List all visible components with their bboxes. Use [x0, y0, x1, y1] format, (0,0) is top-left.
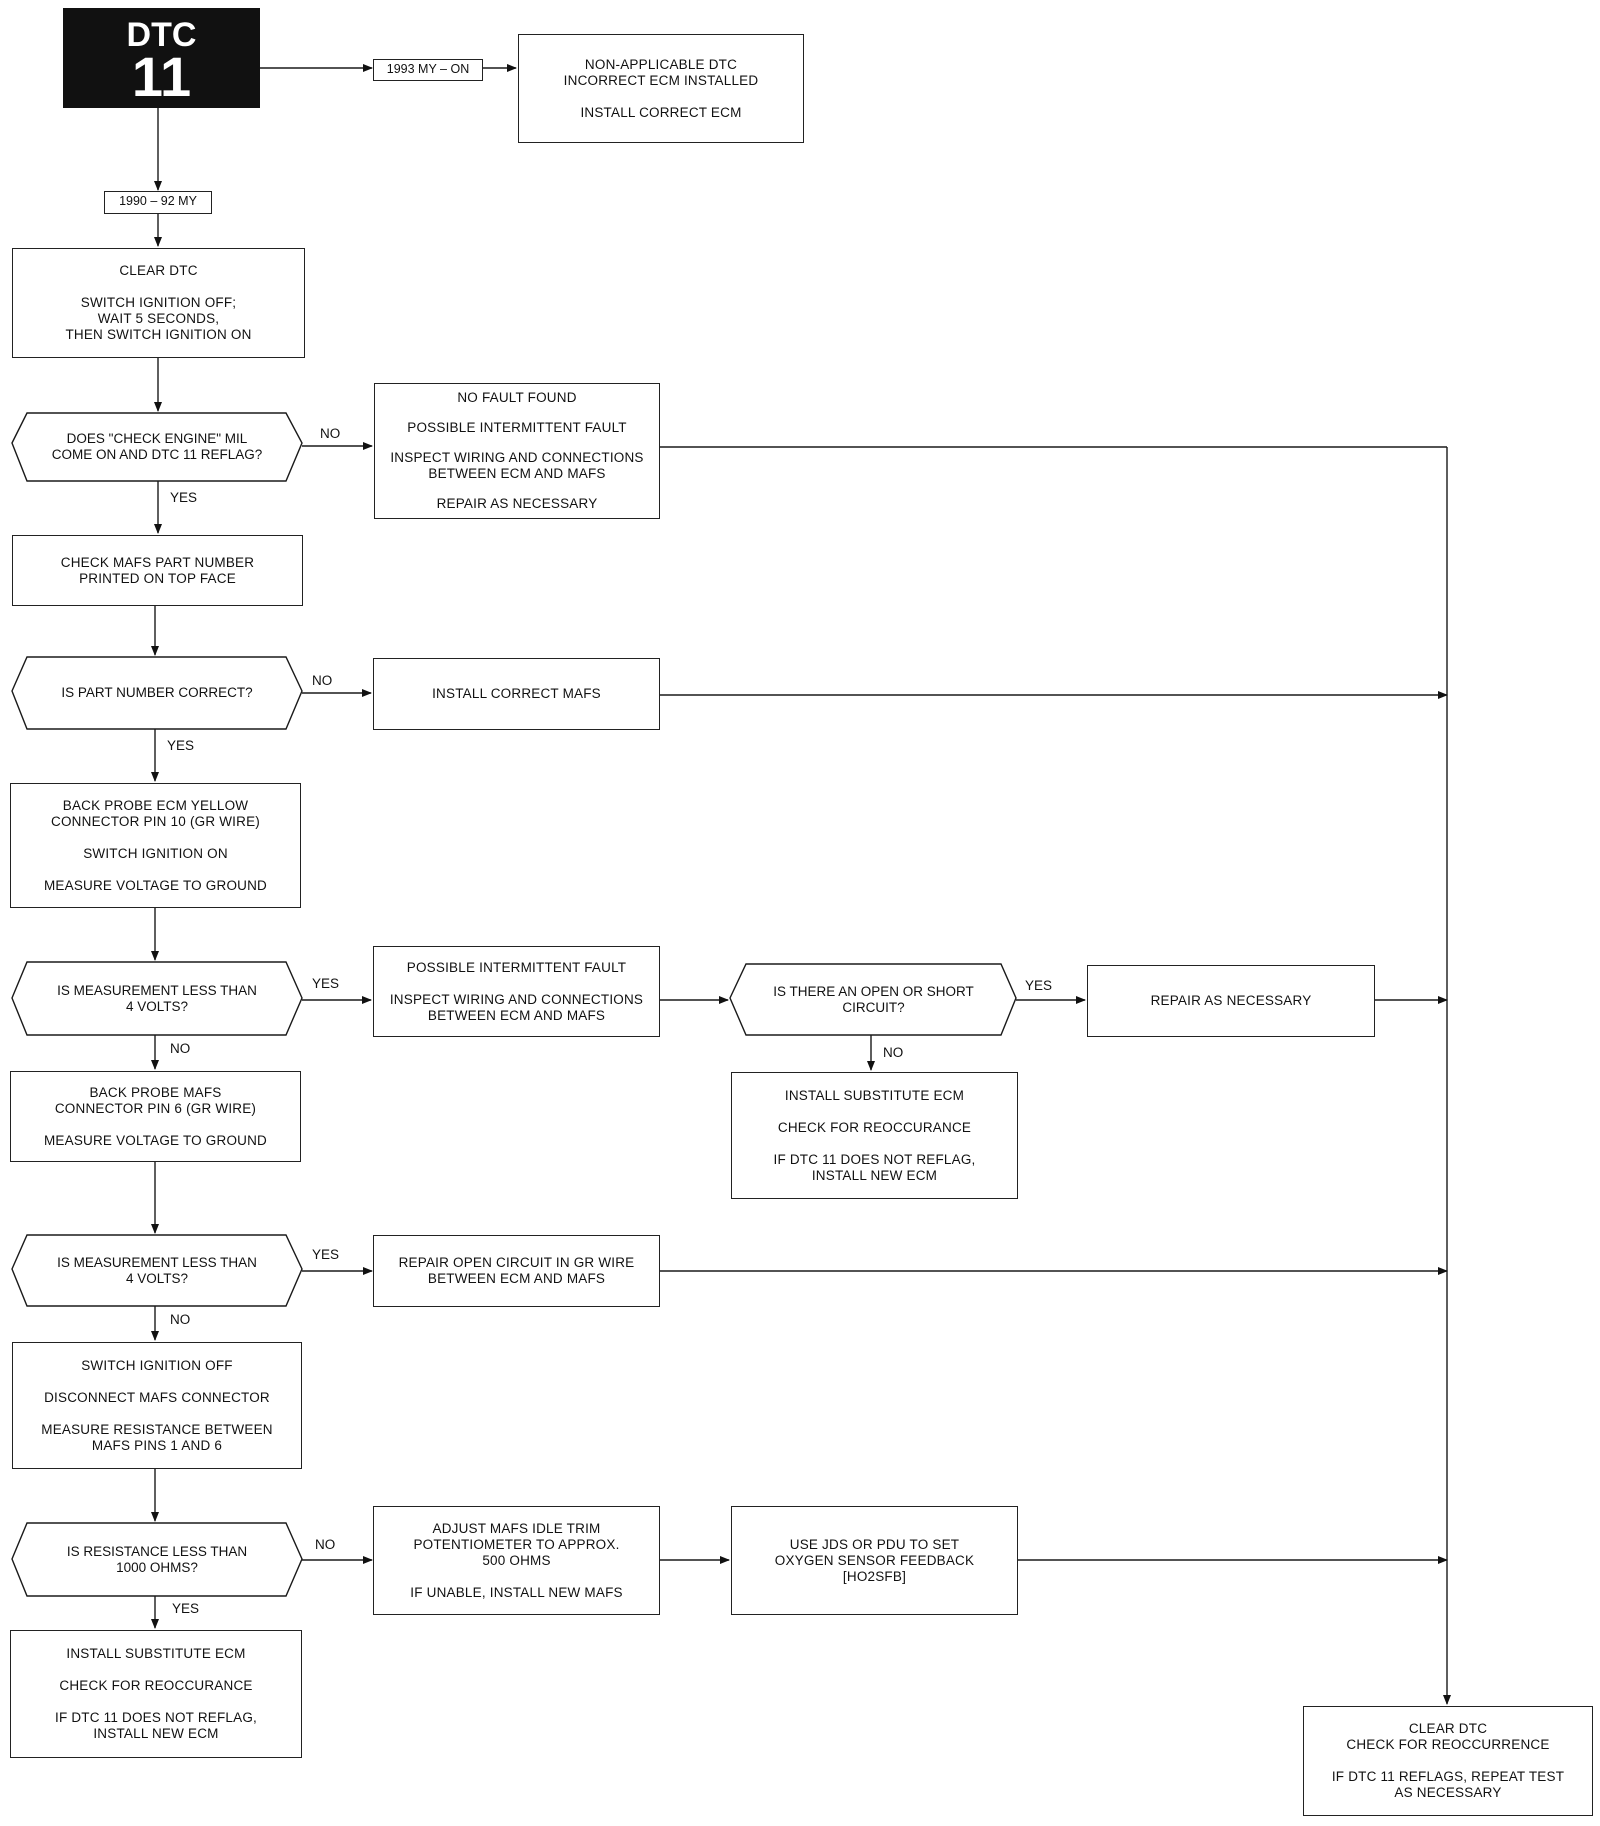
text-repair-open-circuit: REPAIR OPEN CIRCUIT IN GR WIRE BETWEEN E…: [398, 1255, 635, 1286]
decision-shape-4v-a: [11, 961, 303, 1036]
text-no-fault-4: REPAIR AS NECESSARY: [436, 496, 598, 511]
text-substitute-bottom-1: INSTALL SUBSTITUTE ECM: [66, 1646, 246, 1661]
text-clear-dtc-1: CLEAR DTC: [119, 263, 198, 278]
label-no-mil: NO: [320, 426, 341, 441]
box-non-applicable-dtc: NON-APPLICABLE DTC INCORRECT ECM INSTALL…: [518, 34, 804, 143]
label-yes-open-short: YES: [1025, 978, 1053, 993]
text-back-probe-mafs-1: BACK PROBE MAFS CONNECTOR PIN 6 (GR WIRE…: [54, 1084, 257, 1116]
decision-less-4v-b: IS MEASUREMENT LESS THAN 4 VOLTS?: [57, 1254, 257, 1286]
box-install-correct-mafs: INSTALL CORRECT MAFS: [373, 658, 660, 730]
label-yes-4v-b: YES: [312, 1247, 340, 1262]
decision-shape-open-short: [729, 963, 1017, 1036]
text-possible-intermittent-1: POSSIBLE INTERMITTENT FAULT: [406, 959, 627, 975]
decision-less-1000: IS RESISTANCE LESS THAN 1000 OHMS?: [66, 1543, 248, 1575]
label-no-part: NO: [312, 673, 333, 688]
decision-open-short: IS THERE AN OPEN OR SHORT CIRCUIT?: [773, 983, 974, 1015]
box-clear-dtc: CLEAR DTC SWITCH IGNITION OFF; WAIT 5 SE…: [12, 248, 305, 358]
decision-mil-reflag: DOES "CHECK ENGINE" MIL COME ON AND DTC …: [51, 431, 263, 462]
decision-part-correct: IS PART NUMBER CORRECT?: [61, 685, 253, 700]
box-install-substitute-ecm-mid: INSTALL SUBSTITUTE ECM CHECK FOR REOCCUR…: [731, 1072, 1018, 1199]
text-adjust-mafs-2: IF UNABLE, INSTALL NEW MAFS: [410, 1584, 623, 1600]
label-no-4v-a: NO: [170, 1041, 191, 1056]
label-yes-part: YES: [167, 738, 195, 753]
text-substitute-mid-1: INSTALL SUBSTITUTE ECM: [784, 1087, 965, 1103]
text-switch-off-3: MEASURE RESISTANCE BETWEEN MAFS PINS 1 A…: [41, 1421, 273, 1453]
decision-shape-1000: [11, 1522, 303, 1597]
text-no-fault-2: POSSIBLE INTERMITTENT FAULT: [407, 420, 627, 435]
text-back-probe-ecm-2: SWITCH IGNITION ON: [83, 845, 228, 861]
box-back-probe-mafs: BACK PROBE MAFS CONNECTOR PIN 6 (GR WIRE…: [10, 1071, 301, 1162]
text-possible-intermittent-2: INSPECT WIRING AND CONNECTIONS BETWEEN E…: [389, 991, 644, 1023]
box-adjust-mafs-idle-trim: ADJUST MAFS IDLE TRIM POTENTIOMETER TO A…: [373, 1506, 660, 1615]
box-check-mafs-part-number: CHECK MAFS PART NUMBER PRINTED ON TOP FA…: [12, 535, 303, 606]
label-yes-4v-a: YES: [312, 976, 340, 991]
decision-less-4v-a: IS MEASUREMENT LESS THAN 4 VOLTS?: [57, 982, 257, 1014]
text-clear-dtc-final-1: CLEAR DTC CHECK FOR REOCCURRENCE: [1346, 1721, 1550, 1752]
dtc-header-block: DTC 11: [63, 8, 260, 108]
text-clear-dtc-final-2: IF DTC 11 REFLAGS, REPEAT TEST AS NECESS…: [1331, 1769, 1565, 1800]
text-adjust-mafs-1: ADJUST MAFS IDLE TRIM POTENTIOMETER TO A…: [413, 1520, 620, 1568]
text-switch-off-2: DISCONNECT MAFS CONNECTOR: [44, 1389, 270, 1405]
tag-1993-on: 1993 MY – ON: [373, 59, 483, 81]
box-no-fault-found: NO FAULT FOUND POSSIBLE INTERMITTENT FAU…: [374, 383, 660, 519]
text-repair-as-necessary: REPAIR AS NECESSARY: [1150, 993, 1312, 1008]
label-yes-mil: YES: [170, 490, 198, 505]
text-switch-off-1: SWITCH IGNITION OFF: [81, 1357, 233, 1373]
box-back-probe-ecm: BACK PROBE ECM YELLOW CONNECTOR PIN 10 (…: [10, 783, 301, 908]
text-non-applicable-2: INSTALL CORRECT ECM: [580, 104, 742, 120]
dtc-prefix: DTC: [126, 16, 197, 54]
text-clear-dtc-2: SWITCH IGNITION OFF; WAIT 5 SECONDS, THE…: [65, 295, 252, 342]
label-yes-1000: YES: [172, 1601, 200, 1616]
box-install-substitute-ecm-bottom: INSTALL SUBSTITUTE ECM CHECK FOR REOCCUR…: [10, 1630, 302, 1758]
decision-shape-mil: [11, 412, 303, 482]
text-substitute-bottom-2: CHECK FOR REOCCURANCE: [59, 1678, 253, 1693]
text-use-jds: USE JDS OR PDU TO SET OXYGEN SENSOR FEED…: [774, 1536, 975, 1584]
box-use-jds-or-pdu: USE JDS OR PDU TO SET OXYGEN SENSOR FEED…: [731, 1506, 1018, 1615]
box-switch-off-disconnect: SWITCH IGNITION OFF DISCONNECT MAFS CONN…: [12, 1342, 302, 1469]
dtc-number: 11: [131, 45, 192, 108]
text-no-fault-3: INSPECT WIRING AND CONNECTIONS BETWEEN E…: [390, 450, 644, 481]
text-substitute-mid-2: CHECK FOR REOCCURANCE: [777, 1119, 972, 1135]
label-no-1000: NO: [315, 1537, 336, 1552]
text-check-mafs-part: CHECK MAFS PART NUMBER PRINTED ON TOP FA…: [60, 554, 255, 586]
decision-shape-part: [11, 656, 303, 730]
decision-shape-4v-b: [11, 1234, 303, 1307]
box-repair-as-necessary: REPAIR AS NECESSARY: [1087, 965, 1375, 1037]
text-substitute-mid-3: IF DTC 11 DOES NOT REFLAG, INSTALL NEW E…: [773, 1151, 976, 1183]
text-back-probe-ecm-3: MEASURE VOLTAGE TO GROUND: [43, 877, 268, 893]
label-no-4v-b: NO: [170, 1312, 191, 1327]
box-clear-dtc-final: CLEAR DTC CHECK FOR REOCCURRENCE IF DTC …: [1303, 1706, 1593, 1816]
box-possible-intermittent-fault: POSSIBLE INTERMITTENT FAULT INSPECT WIRI…: [373, 946, 660, 1037]
text-install-correct-mafs: INSTALL CORRECT MAFS: [432, 686, 601, 701]
tag-1990-92: 1990 – 92 MY: [104, 191, 212, 214]
text-back-probe-mafs-2: MEASURE VOLTAGE TO GROUND: [43, 1132, 268, 1148]
label-no-open-short: NO: [883, 1045, 904, 1060]
box-repair-open-circuit: REPAIR OPEN CIRCUIT IN GR WIRE BETWEEN E…: [373, 1235, 660, 1307]
text-back-probe-ecm-1: BACK PROBE ECM YELLOW CONNECTOR PIN 10 (…: [51, 797, 260, 829]
text-substitute-bottom-3: IF DTC 11 DOES NOT REFLAG, INSTALL NEW E…: [55, 1710, 257, 1741]
text-non-applicable-1: NON-APPLICABLE DTC INCORRECT ECM INSTALL…: [563, 56, 759, 88]
text-no-fault-1: NO FAULT FOUND: [457, 390, 577, 405]
